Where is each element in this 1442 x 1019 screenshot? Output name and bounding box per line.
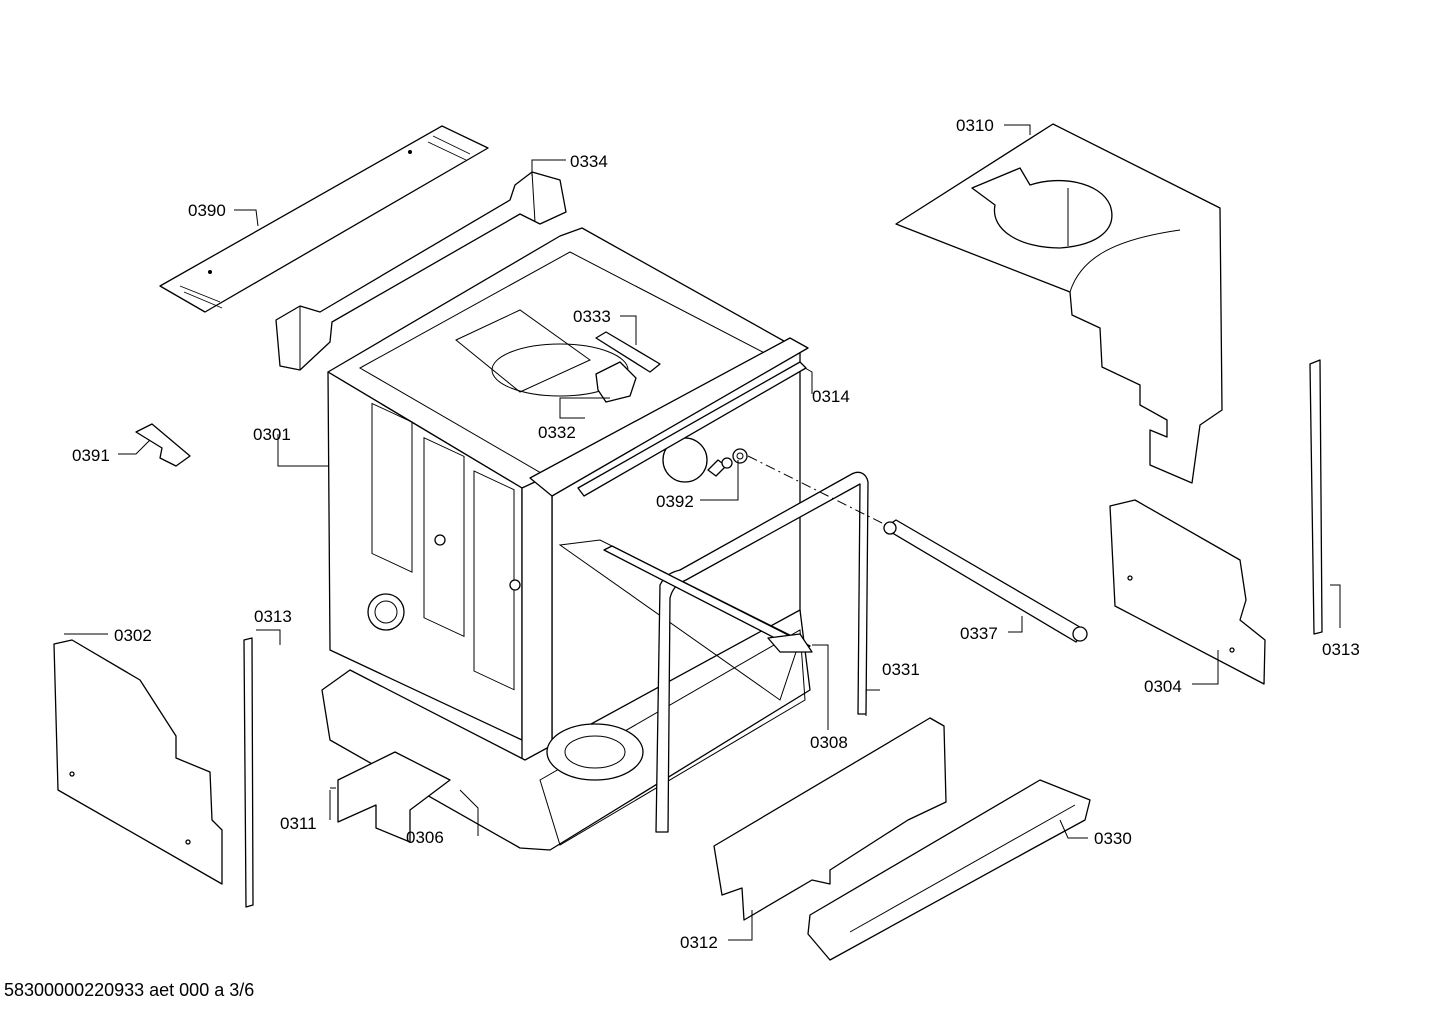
label-0301: 0301: [253, 425, 291, 444]
part-0392-screw: [707, 448, 748, 477]
label-0332: 0332: [538, 423, 576, 442]
label-0337: 0337: [960, 624, 998, 643]
label-0313-left: 0313: [254, 607, 292, 626]
label-0334: 0334: [570, 152, 608, 171]
label-0331: 0331: [882, 660, 920, 679]
part-0313-right-strip: [1309, 359, 1323, 635]
label-0311: 0311: [280, 814, 317, 833]
part-0313-left-strip: [243, 637, 254, 908]
label-0302: 0302: [114, 626, 152, 645]
leader-lines: [64, 124, 1341, 941]
label-0308: 0308: [810, 733, 848, 752]
label-0314: 0314: [812, 387, 850, 406]
label-0392: 0392: [656, 492, 694, 511]
part-0333-bracket: [595, 331, 661, 373]
part-0390-top-plate: [159, 125, 489, 313]
part-0311-foam-block: [337, 751, 451, 843]
part-0332-lock: [595, 361, 637, 403]
label-0310: 0310: [956, 116, 994, 135]
part-0302-side-panel: [53, 639, 223, 885]
document-id: 58300000220933 aet 000 a 3/6: [4, 980, 255, 1000]
part-0331-door-seal: [655, 471, 869, 833]
label-0330: 0330: [1094, 829, 1132, 848]
label-0391: 0391: [72, 446, 110, 465]
part-0334-crossbar: [275, 171, 567, 371]
part-0308-rail: [603, 545, 813, 653]
label-0312: 0312: [680, 933, 718, 952]
label-0313-right: 0313: [1322, 640, 1360, 659]
part-0330-kick-plate: [807, 779, 1091, 961]
part-0304-panel: [1109, 499, 1266, 685]
part-0310-insulation-mat: [895, 123, 1223, 484]
part-0337-rod: [747, 455, 1088, 643]
label-0306: 0306: [406, 828, 444, 847]
label-0333: 0333: [573, 307, 611, 326]
part-0312-front-foam: [713, 717, 947, 921]
label-0304: 0304: [1144, 677, 1182, 696]
part-0391-bracket: [135, 423, 191, 467]
label-0390: 0390: [188, 201, 226, 220]
